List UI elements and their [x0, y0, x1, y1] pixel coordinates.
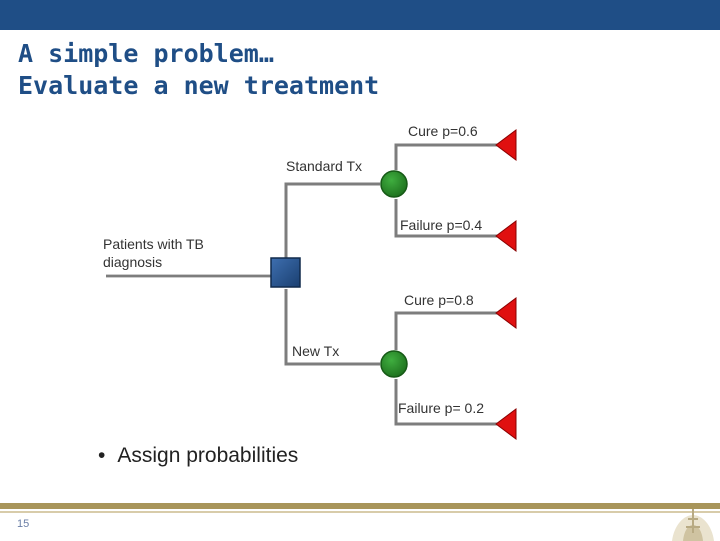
title-line-2: Evaluate a new treatment — [18, 71, 380, 100]
bullet-dot-icon: • — [98, 444, 106, 467]
branch-label-standard-tx: Standard Tx — [286, 158, 363, 174]
bullet-text: Assign probabilities — [117, 444, 299, 467]
root-label: Patients with TB diagnosis — [103, 236, 204, 270]
outcome-label-new-failure: Failure p= 0.2 — [398, 400, 484, 416]
decision-node — [270, 257, 301, 288]
branch-line-standard-tx — [284, 182, 380, 260]
outcome-label-new-cure: Cure p=0.8 — [404, 292, 474, 308]
outcome-line-new-failure — [394, 379, 498, 426]
outcome-label-standard-failure: Failure p=0.4 — [400, 217, 483, 233]
terminal-node-new-failure — [495, 408, 517, 440]
footer-rule-thin — [0, 511, 720, 513]
terminal-node-new-cure — [495, 297, 517, 329]
title-line-1: A simple problem… — [18, 39, 274, 68]
outcome-label-standard-cure: Cure p=0.6 — [408, 123, 478, 139]
footer-rule — [0, 503, 720, 509]
page-number: 15 — [17, 518, 30, 530]
header-band — [0, 0, 720, 30]
chance-node-standard-tx — [380, 170, 408, 198]
bullet-item: • Assign probabilities — [98, 444, 298, 468]
outcome-line-standard-failure — [394, 199, 498, 238]
branch-label-new-tx: New Tx — [292, 343, 340, 359]
slide-title: A simple problem… Evaluate a new treatme… — [18, 38, 379, 102]
chance-node-new-tx — [380, 350, 408, 378]
branch-line-new-tx — [284, 289, 380, 366]
outcome-line-new-cure — [394, 311, 498, 350]
university-logo-icon — [672, 509, 714, 541]
terminal-node-standard-cure — [495, 129, 517, 161]
terminal-node-standard-failure — [495, 220, 517, 252]
outcome-line-standard-cure — [394, 143, 498, 170]
